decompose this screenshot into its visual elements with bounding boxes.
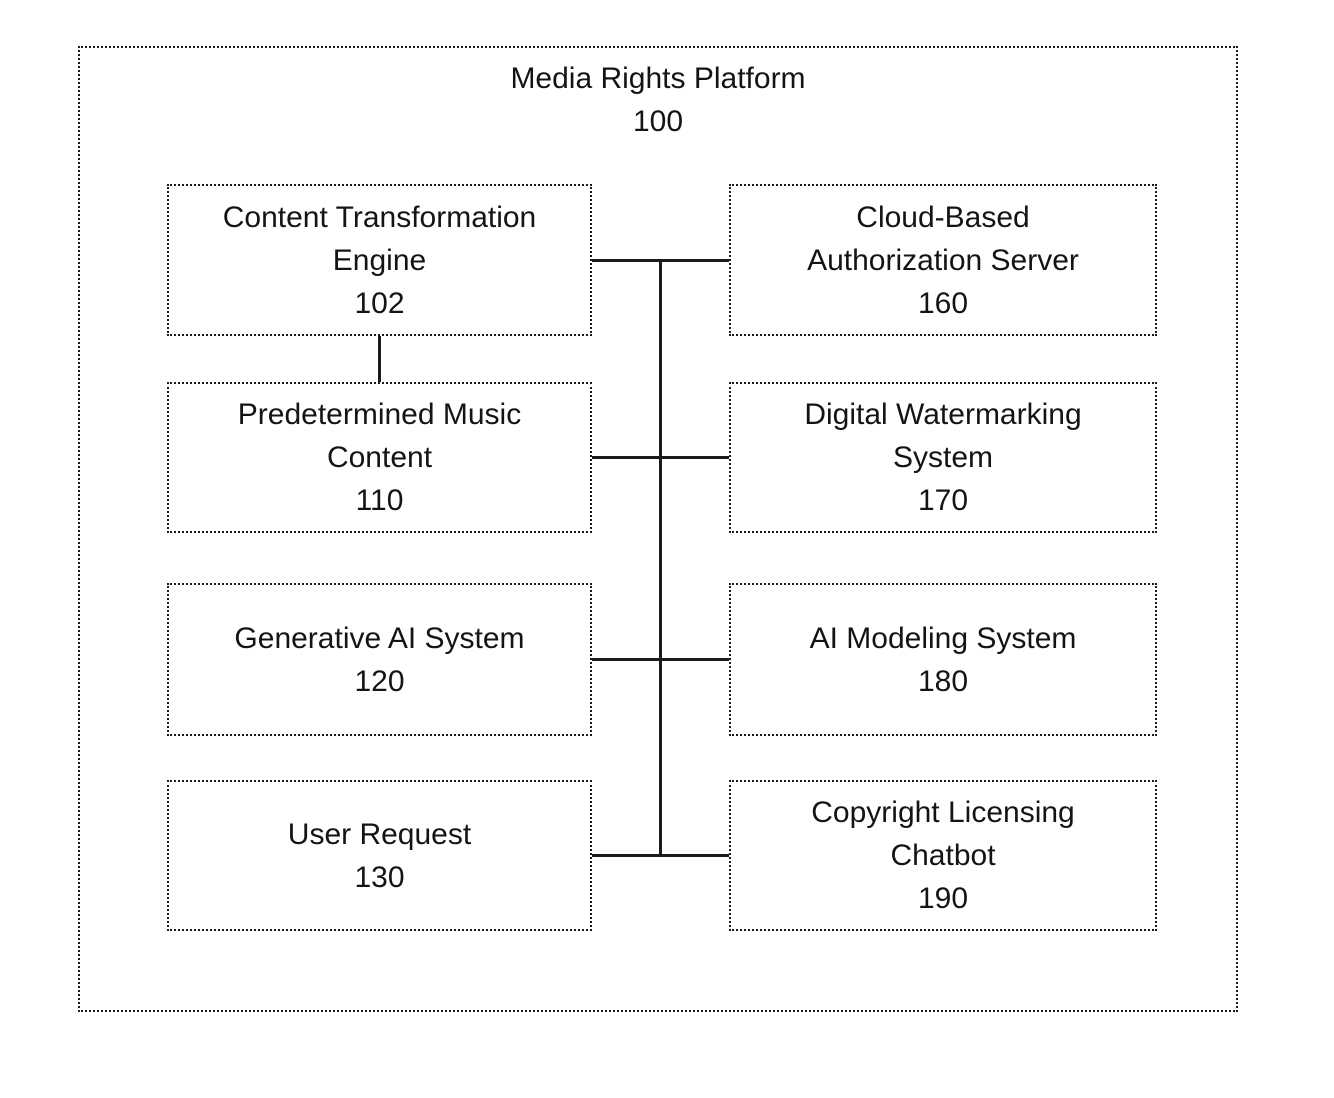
node-label: Digital Watermarking System (804, 398, 1082, 474)
node-predetermined-music-content: Predetermined Music Content 110 (167, 382, 592, 533)
platform-boundary-box (78, 46, 1238, 1012)
connector-row3-genai-to-modeling (592, 658, 729, 661)
node-ref: 130 (354, 860, 405, 894)
connector-engine-to-music-content (378, 336, 381, 382)
central-bus-line (659, 259, 662, 857)
node-label: Generative AI System (234, 621, 525, 655)
node-label: Content Transformation Engine (222, 200, 537, 277)
node-content-transformation-engine: Content Transformation Engine 102 (167, 184, 592, 336)
diagram-title-ref: 100 (632, 105, 684, 138)
node-ref: 102 (354, 286, 405, 320)
node-label: Copyright Licensing Chatbot (811, 796, 1075, 872)
node-ref: 120 (354, 664, 405, 698)
connector-row4-request-to-chatbot (592, 854, 729, 857)
connector-row2-music-to-watermarking (592, 456, 729, 459)
node-label: User Request (287, 817, 472, 851)
node-label: Cloud-Based Authorization Server (807, 200, 1079, 277)
node-label: Predetermined Music Content (237, 398, 522, 474)
node-ref: 190 (917, 882, 969, 915)
node-ref: 160 (917, 286, 969, 320)
diagram-title: Media Rights Platform 100 (78, 57, 1238, 143)
node-digital-watermarking-system: Digital Watermarking System 170 (729, 382, 1157, 533)
node-ref: 170 (917, 484, 969, 517)
node-ref: 110 (355, 484, 404, 517)
diagram-title-label: Media Rights Platform (510, 62, 806, 95)
node-ai-modeling-system: AI Modeling System 180 (729, 583, 1157, 736)
node-generative-ai-system: Generative AI System 120 (167, 583, 592, 736)
connector-row1-engine-to-auth-server (592, 259, 729, 262)
node-label: AI Modeling System (809, 621, 1077, 655)
node-cloud-based-authorization-server: Cloud-Based Authorization Server 160 (729, 184, 1157, 336)
node-user-request: User Request 130 (167, 780, 592, 931)
node-ref: 180 (917, 664, 969, 698)
node-copyright-licensing-chatbot: Copyright Licensing Chatbot 190 (729, 780, 1157, 931)
